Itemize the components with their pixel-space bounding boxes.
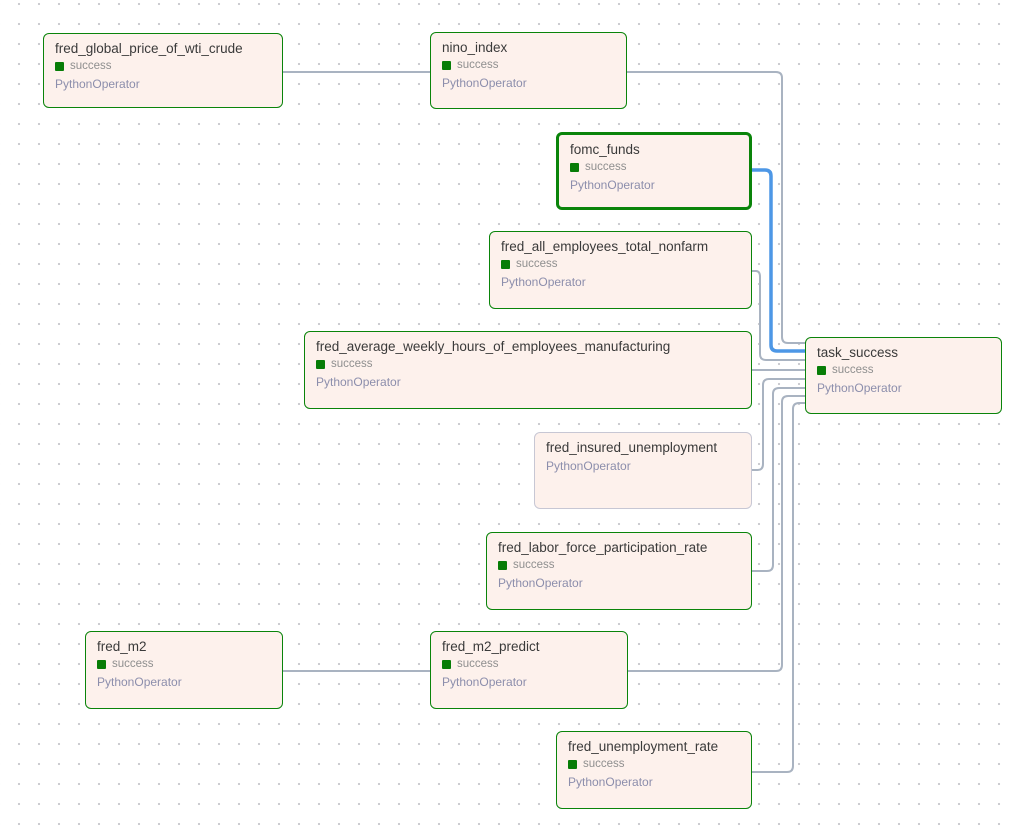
task-title: fred_insured_unemployment (546, 440, 718, 455)
status-row: success (442, 656, 616, 673)
task-title: fred_all_employees_total_nonfarm (501, 239, 709, 254)
status-row: success (501, 256, 740, 273)
success-square-icon (442, 660, 451, 669)
task-title: fred_m2 (97, 639, 147, 654)
status-label: success (832, 364, 874, 376)
task-title: task_success (817, 345, 899, 360)
task-title: fred_m2_predict (442, 639, 540, 654)
task-title: fred_global_price_of_wti_crude (55, 41, 243, 56)
edge-fomc_funds-to-task_success (752, 168, 805, 353)
status-label: success (457, 59, 499, 71)
task-title: fred_labor_force_participation_rate (498, 540, 708, 555)
operator-label: PythonOperator (570, 178, 655, 192)
success-square-icon (570, 163, 579, 172)
status-label: success (516, 258, 558, 270)
task-title: nino_index (442, 40, 508, 55)
task-title: fred_unemployment_rate (568, 739, 719, 754)
status-label: success (331, 358, 373, 370)
status-row: success (97, 656, 271, 673)
success-square-icon (442, 61, 451, 70)
success-square-icon (316, 360, 325, 369)
edge-fred_all_employees_total_nonfarm-to-task_success (752, 270, 805, 361)
task-node-fred_average_weekly_hours_of_employees_manufacturing[interactable]: fred_average_weekly_hours_of_employees_m… (304, 331, 752, 409)
status-row: success (55, 58, 271, 75)
task-title: fomc_funds (570, 142, 640, 157)
status-row: success (316, 356, 740, 373)
edge-fred_m2_predict-to-task_success (627, 395, 805, 672)
success-square-icon (568, 760, 577, 769)
edge-nino_index-to-task_success (627, 71, 805, 344)
operator-label: PythonOperator (498, 576, 583, 590)
task-title: fred_average_weekly_hours_of_employees_m… (316, 339, 671, 354)
operator-label: PythonOperator (442, 675, 527, 689)
operator-label: PythonOperator (55, 77, 140, 91)
edge-fred_insured_unemployment-to-task_success (752, 378, 805, 471)
success-square-icon (817, 366, 826, 375)
operator-label: PythonOperator (501, 275, 586, 289)
operator-label: PythonOperator (817, 381, 902, 395)
status-row: success (498, 557, 740, 574)
status-row: success (442, 57, 615, 74)
success-square-icon (501, 260, 510, 269)
status-row: success (817, 362, 990, 379)
status-label: success (585, 161, 627, 173)
success-square-icon (55, 62, 64, 71)
operator-label: PythonOperator (546, 459, 631, 473)
operator-label: PythonOperator (442, 76, 527, 90)
success-square-icon (97, 660, 106, 669)
operator-label: PythonOperator (316, 375, 401, 389)
edge-fred_unemployment_rate-to-task_success (752, 402, 805, 773)
status-label: success (70, 60, 112, 72)
operator-label: PythonOperator (97, 675, 182, 689)
status-label: success (112, 658, 154, 670)
status-label: success (513, 559, 555, 571)
status-label: success (583, 758, 625, 770)
status-row: success (570, 159, 738, 176)
status-label: success (457, 658, 499, 670)
success-square-icon (498, 561, 507, 570)
operator-label: PythonOperator (568, 775, 653, 789)
status-row: success (568, 756, 740, 773)
edge-fred_labor_force_participation_rate-to-task_success (752, 387, 805, 572)
